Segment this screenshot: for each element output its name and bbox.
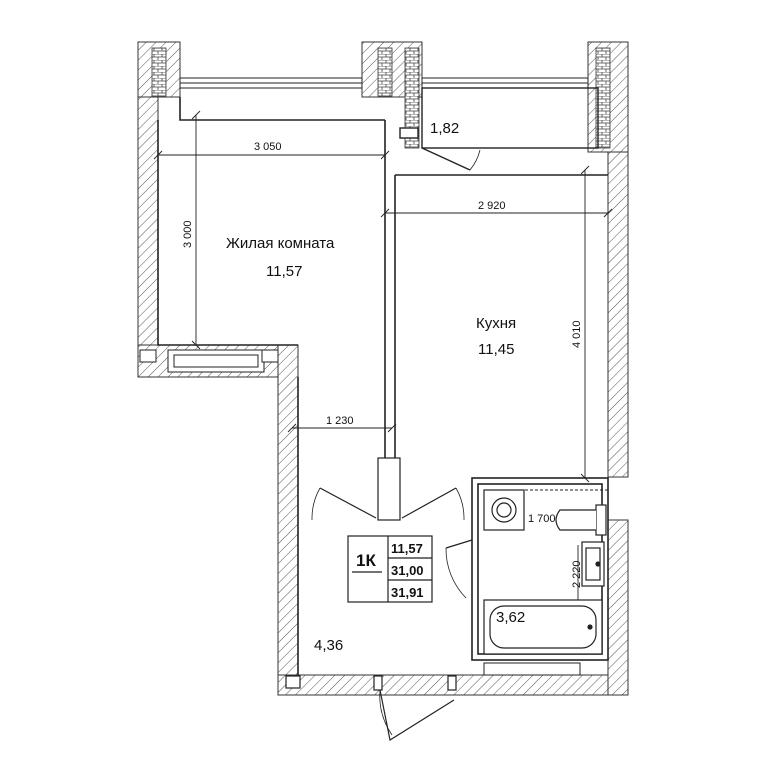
kitchen-area: 11,45 bbox=[478, 341, 514, 358]
dim-bath-depth: 2 220 bbox=[571, 560, 583, 588]
dim-living-width: 3 050 bbox=[254, 141, 282, 153]
dimension-lines bbox=[153, 110, 613, 600]
area-summary-table: 1К 11,57 31,00 31,91 bbox=[347, 535, 433, 603]
doors bbox=[285, 457, 473, 741]
living-room-name: Жилая комната bbox=[226, 235, 335, 252]
living-room-area: 11,57 bbox=[266, 263, 302, 280]
apartment-type: 1К bbox=[356, 551, 376, 570]
bath-fixtures bbox=[483, 489, 607, 655]
summary-total-with-balcony: 31,91 bbox=[391, 585, 424, 600]
dim-kitchen-width: 2 920 bbox=[478, 200, 506, 212]
hall-area: 4,36 bbox=[314, 637, 343, 654]
dim-kitchen-depth: 4 010 bbox=[571, 320, 583, 348]
summary-total-area: 31,00 bbox=[391, 563, 424, 578]
summary-living-area: 11,57 bbox=[391, 541, 423, 556]
dim-hall-width: 1 230 bbox=[326, 415, 354, 427]
dim-living-depth: 3 000 bbox=[182, 220, 194, 248]
dim-bath-width: 1 700 bbox=[528, 513, 556, 525]
kitchen-name: Кухня bbox=[476, 315, 516, 332]
balcony-area: 1,82 bbox=[430, 120, 459, 137]
balcony bbox=[399, 87, 599, 171]
windows bbox=[139, 77, 589, 676]
bath-area: 3,62 bbox=[496, 609, 525, 626]
brick-infill bbox=[151, 47, 611, 149]
